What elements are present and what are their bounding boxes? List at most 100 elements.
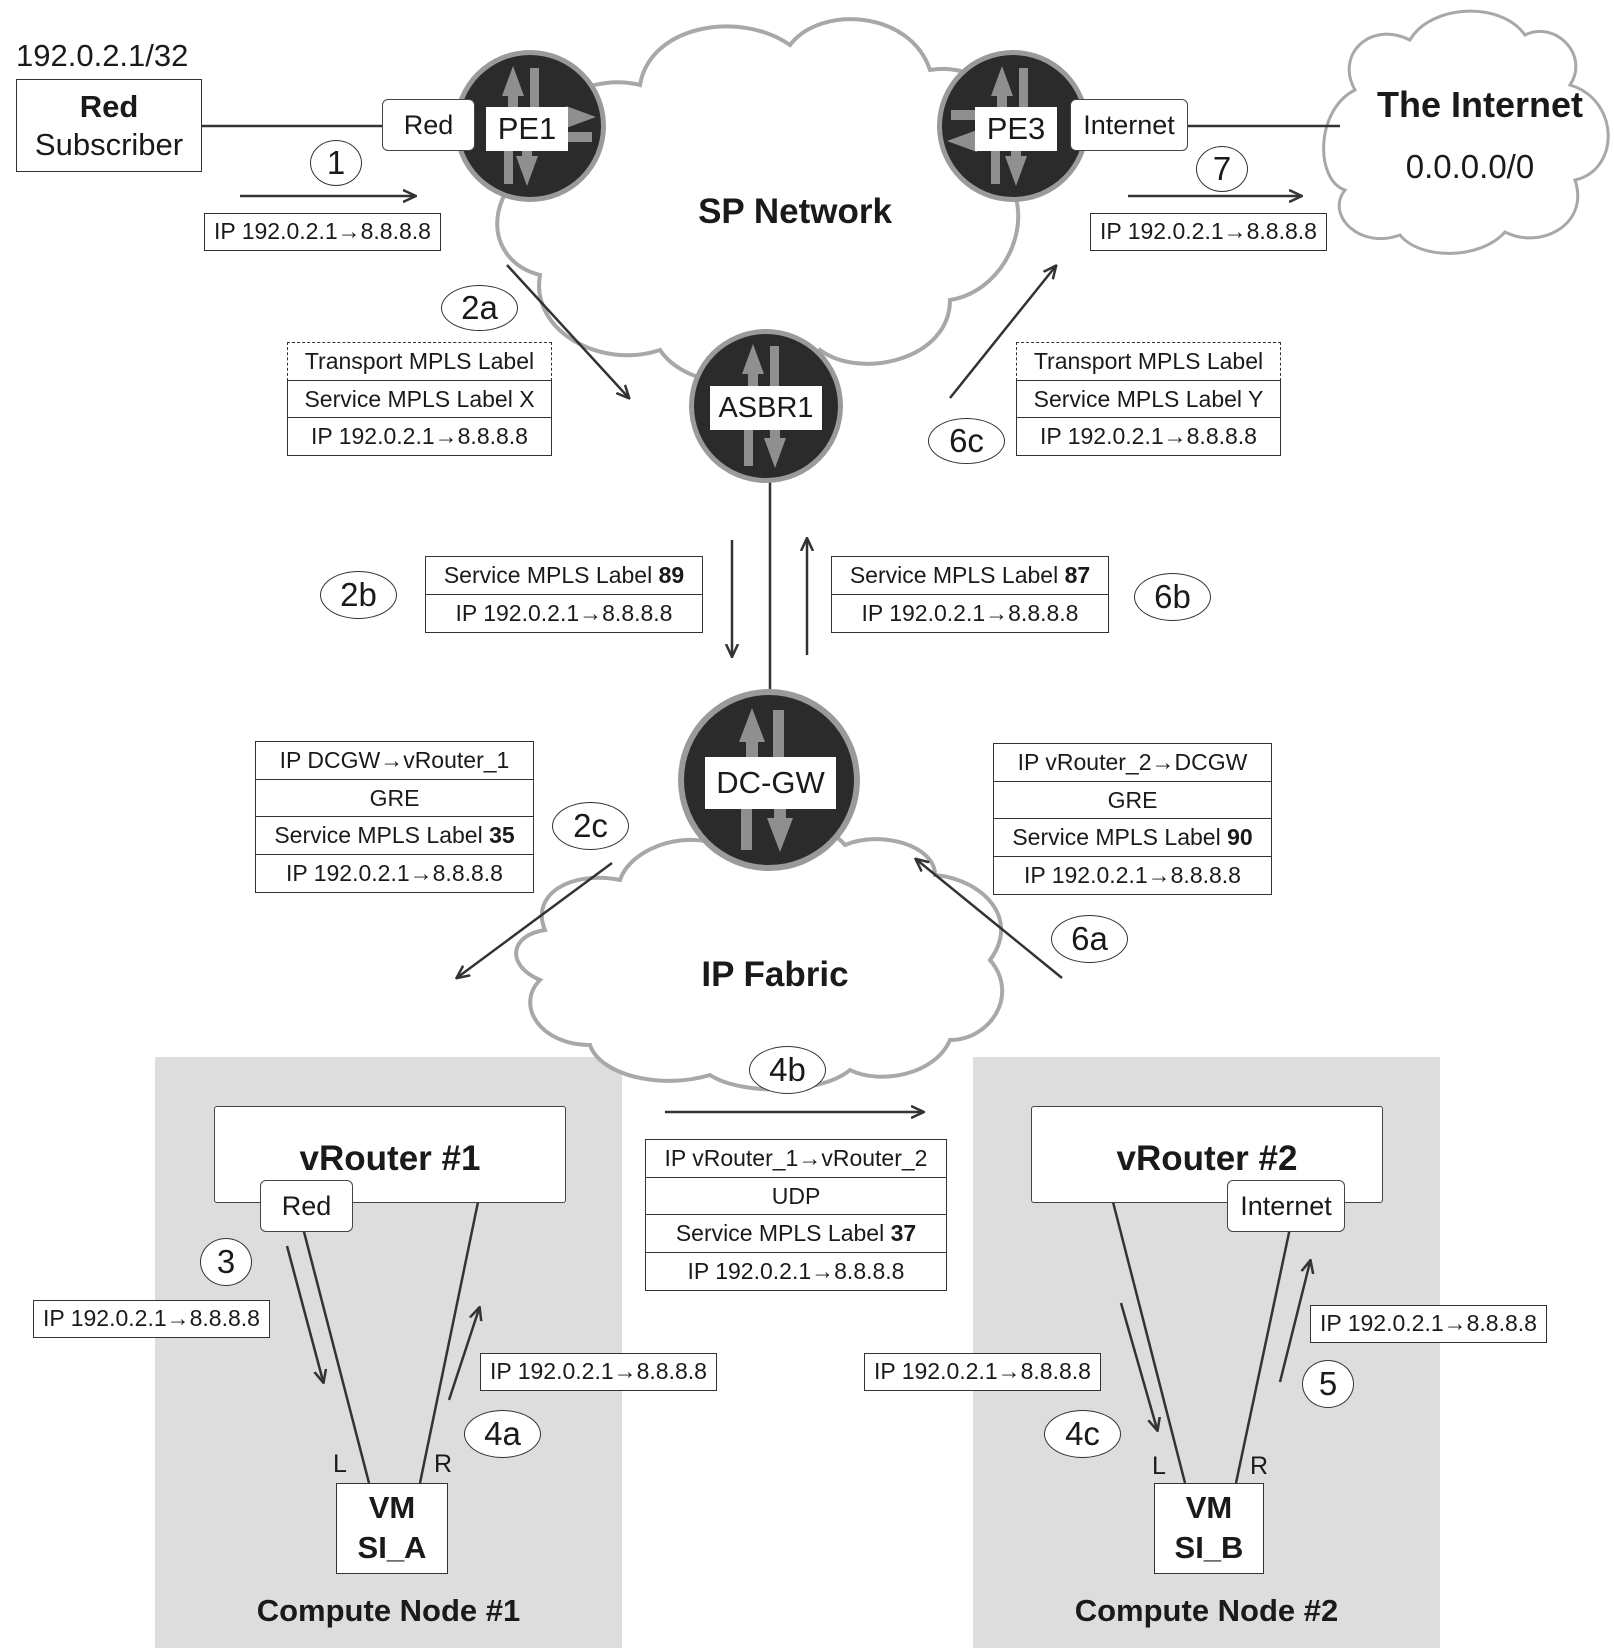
arrow-step-4a xyxy=(447,1309,479,1401)
vrouter-1-red-interface[interactable]: Red xyxy=(260,1180,353,1232)
ip-header-row: IP 192.0.2.1→8.8.8.8 xyxy=(425,593,703,633)
service-label-value: 87 xyxy=(1064,562,1091,588)
router-arrows-icon xyxy=(742,344,786,468)
router-arrows-icon xyxy=(947,66,1028,186)
outer-ip-row: IP vRouter_2→DCGW xyxy=(993,743,1272,782)
step-4b: 4b xyxy=(749,1046,826,1094)
arrow-step-4c xyxy=(1119,1302,1157,1429)
arrow-step-2c xyxy=(458,861,613,977)
pe1-red-interface[interactable]: Red xyxy=(382,99,475,151)
ip-header-row: IP 192.0.2.1→8.8.8.8 xyxy=(287,417,552,456)
step-3: 3 xyxy=(200,1238,252,1286)
step-4a: 4a xyxy=(464,1410,541,1458)
ip-header-row: IP 192.0.2.1→8.8.8.8 xyxy=(645,1251,947,1291)
header-stack-6a: IP vRouter_2→DCGW GRE Service MPLS Label… xyxy=(993,743,1272,895)
ip-fabric-label: IP Fabric xyxy=(701,955,849,994)
outer-ip-row: IP DCGW→vRouter_1 xyxy=(255,741,534,780)
header-stack-2b: Service MPLS Label 89 IP 192.0.2.1→8.8.8… xyxy=(425,556,703,633)
service-label-prefix: Service MPLS Label xyxy=(443,562,659,588)
service-label-prefix: Service MPLS Label xyxy=(675,1220,891,1246)
service-label-row: Service MPLS Label 87 xyxy=(831,556,1109,595)
encap-row: GRE xyxy=(255,778,534,818)
subscriber-name-line2: Subscriber xyxy=(34,127,184,162)
vm-si-b[interactable]: VM SI_B xyxy=(1154,1483,1264,1574)
ip-header-row: IP 192.0.2.1→8.8.8.8 xyxy=(993,855,1272,895)
step-4c: 4c xyxy=(1044,1410,1121,1458)
internet-cloud xyxy=(1322,9,1610,255)
step-7: 7 xyxy=(1196,146,1248,192)
router-arrows-icon xyxy=(739,708,793,852)
arrow-step-6a xyxy=(917,860,1063,979)
sp-network-cloud xyxy=(495,17,1021,386)
service-label-row: Service MPLS Label 37 xyxy=(645,1214,947,1253)
service-label-value: 90 xyxy=(1227,824,1253,850)
vm-b-left-port-label: L xyxy=(1152,1452,1166,1480)
transport-label-row: Transport MPLS Label xyxy=(287,342,552,381)
service-label-row: Service MPLS Label X xyxy=(287,379,552,419)
service-label-prefix: Service MPLS Label xyxy=(274,822,490,848)
packet-step-3: IP 192.0.2.1→8.8.8.8 xyxy=(33,1300,270,1338)
compute-node-2-caption: Compute Node #2 xyxy=(1074,1593,1339,1628)
header-stack-2c: IP DCGW→vRouter_1 GRE Service MPLS Label… xyxy=(255,741,534,893)
ip-header-row: IP 192.0.2.1→8.8.8.8 xyxy=(1016,417,1281,456)
step-5: 5 xyxy=(1302,1360,1354,1408)
vrouter-2-title: vRouter #2 xyxy=(1116,1139,1298,1178)
service-label-row: Service MPLS Label 89 xyxy=(425,556,703,595)
red-subscriber-box[interactable]: Red Subscriber xyxy=(16,79,202,172)
subscriber-name-line1: Red xyxy=(79,89,139,124)
step-6b: 6b xyxy=(1134,573,1211,621)
service-label-value: 37 xyxy=(890,1220,917,1246)
pe3-label: PE3 xyxy=(975,107,1057,151)
vm-si-a-line1: VM xyxy=(368,1490,416,1525)
service-label-row: Service MPLS Label 90 xyxy=(993,818,1272,857)
dcgw-label: DC-GW xyxy=(705,757,836,809)
router-pe1[interactable] xyxy=(454,50,606,202)
step-2b: 2b xyxy=(320,571,397,619)
packet-step-1: IP 192.0.2.1→8.8.8.8 xyxy=(204,213,441,251)
service-label-value: 89 xyxy=(658,562,685,588)
header-stack-6c: Transport MPLS Label Service MPLS Label … xyxy=(1016,342,1281,456)
vr1-left-link xyxy=(301,1227,371,1484)
vrouter-2-internet-interface[interactable]: Internet xyxy=(1227,1180,1345,1232)
compute-node-1-caption: Compute Node #1 xyxy=(256,1593,521,1628)
internet-title: The Internet xyxy=(1376,84,1583,125)
vrouter-1-title: vRouter #1 xyxy=(299,1139,481,1178)
encap-row: UDP xyxy=(645,1176,947,1216)
packet-step-7: IP 192.0.2.1→8.8.8.8 xyxy=(1090,213,1327,251)
arrow-step-3 xyxy=(285,1245,323,1381)
packet-step-5: IP 192.0.2.1→8.8.8.8 xyxy=(1310,1305,1547,1343)
vm-a-left-port-label: L xyxy=(333,1450,347,1478)
vr1-right-link xyxy=(418,1201,480,1484)
arrow-step-6c xyxy=(949,267,1055,399)
vm-si-b-line2: SI_B xyxy=(1174,1530,1244,1565)
service-label-prefix: Service MPLS Label xyxy=(1012,824,1228,850)
internet-prefix: 0.0.0.0/0 xyxy=(1405,148,1535,185)
service-chain-links xyxy=(301,1201,1292,1484)
encap-row: GRE xyxy=(993,780,1272,820)
pe3-internet-interface[interactable]: Internet xyxy=(1070,99,1188,151)
vr2-left-link xyxy=(1111,1201,1187,1484)
vr2-right-link xyxy=(1234,1227,1292,1484)
subscriber-prefix: 192.0.2.1/32 xyxy=(16,38,189,73)
vm-a-right-port-label: R xyxy=(434,1450,453,1478)
header-stack-2a: Transport MPLS Label Service MPLS Label … xyxy=(287,342,552,456)
arrow-step-2a xyxy=(506,264,628,397)
packet-step-4c: IP 192.0.2.1→8.8.8.8 xyxy=(864,1353,1101,1391)
vm-si-a[interactable]: VM SI_A xyxy=(336,1483,448,1574)
vm-b-right-port-label: R xyxy=(1250,1452,1269,1480)
service-label-prefix: Service MPLS Label xyxy=(849,562,1065,588)
sp-network-label: SP Network xyxy=(698,192,892,231)
arrow-step-5 xyxy=(1278,1262,1310,1383)
transport-label-row: Transport MPLS Label xyxy=(1016,342,1281,381)
service-label-value: 35 xyxy=(489,822,515,848)
router-arrows-icon xyxy=(502,66,596,186)
service-label-row: Service MPLS Label Y xyxy=(1016,379,1281,419)
vm-si-a-line2: SI_A xyxy=(357,1530,427,1565)
asbr1-label: ASBR1 xyxy=(710,386,822,430)
flow-arrows xyxy=(240,196,1310,1429)
outer-ip-row: IP vRouter_1→vRouter_2 xyxy=(645,1139,947,1178)
ip-header-row: IP 192.0.2.1→8.8.8.8 xyxy=(831,593,1109,633)
header-stack-4b: IP vRouter_1→vRouter_2 UDP Service MPLS … xyxy=(645,1139,947,1291)
pe1-label: PE1 xyxy=(486,107,568,151)
